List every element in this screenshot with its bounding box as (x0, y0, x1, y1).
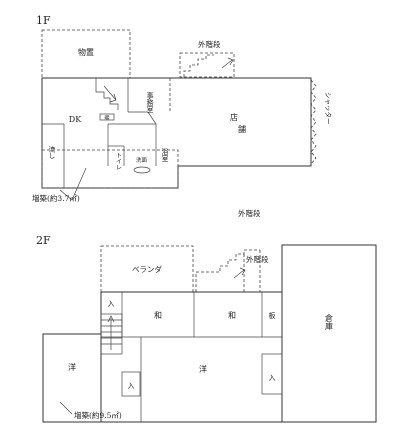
outer-stairs-2f-label: 外階段 (246, 254, 269, 264)
western-center-label: 洋 (199, 364, 207, 374)
warehouse-outline (281, 244, 377, 423)
interior-stairs-1f (95, 78, 119, 110)
shop-label-a: 店 (230, 112, 238, 122)
wa-left-label: 和 (154, 311, 162, 320)
board-label: 板 (269, 311, 276, 320)
toilet-label: トイレ (115, 152, 122, 170)
floor2-main-outline (100, 291, 283, 423)
veranda-label: ベランダ (132, 264, 162, 274)
washroom-label: 洗面 (136, 156, 148, 164)
closet-center-label: 入 (128, 382, 135, 390)
western-left-label: 洋 (68, 362, 76, 372)
bath-label: 浴室 (161, 147, 169, 162)
outer-stairs-1f-label: 外階段 (198, 39, 221, 49)
office-label: 事務室 (146, 91, 154, 113)
stove-box (99, 113, 115, 121)
outer-stairs-mid-label: 外階段 (238, 208, 261, 218)
stove-label: 暖 (104, 115, 109, 122)
closet-right-box (261, 353, 283, 395)
shop-label-b: 舗 (238, 124, 246, 134)
outer-stairs-2f (195, 249, 261, 292)
shutter-zigzag (310, 79, 317, 165)
shutter-label: シャッター (324, 92, 333, 125)
floor2-label: 2F (36, 234, 51, 247)
wa-right-label: 和 (228, 311, 236, 320)
floor1-outline (41, 77, 312, 189)
extension-1f-note: 増築(約3.7㎡) (32, 193, 80, 203)
closet-top-label: 入 (108, 300, 115, 308)
extension-2f-outline (42, 333, 102, 423)
closet-center-box (121, 371, 141, 397)
closet-right-label: 入 (269, 374, 276, 382)
storage-room-label: 物置 (78, 47, 94, 57)
outer-stairs-1f (179, 52, 235, 78)
floor1-label: 1F (36, 14, 51, 27)
warehouse-label: 倉庫 (325, 313, 334, 331)
interior-stairs-2f (100, 313, 123, 355)
dk-label: DK (69, 115, 82, 124)
veranda-outline (100, 245, 194, 293)
extension-2f-note: 増築(約9.5㎡) (74, 410, 122, 420)
extension-1f-outline (41, 149, 179, 189)
bath-tub (133, 166, 151, 174)
sink-label: 流し (47, 145, 55, 160)
